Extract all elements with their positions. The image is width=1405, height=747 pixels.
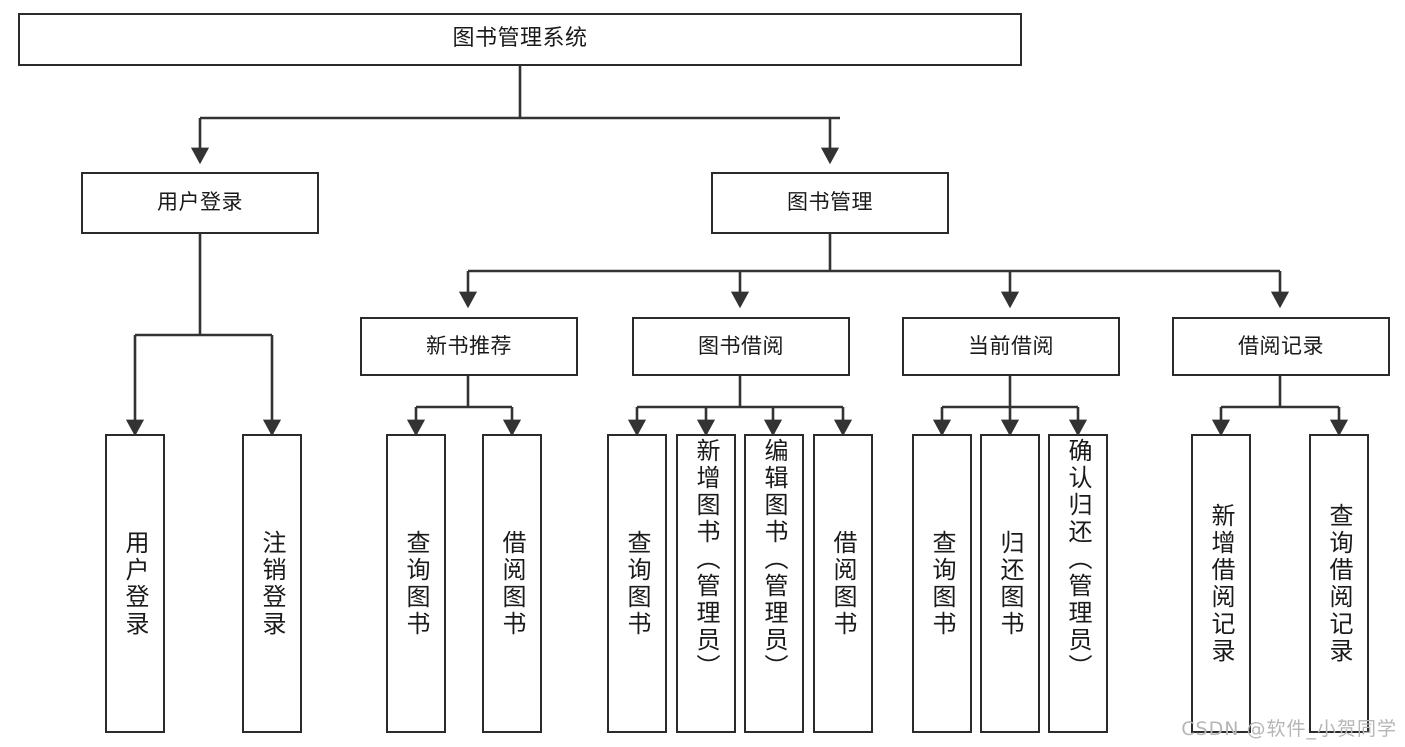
leaf-return-book[interactable]: 归还图书 [980,434,1040,733]
leaf-query-book-2[interactable]: 查询图书 [607,434,667,733]
node-current-borrow[interactable]: 当前借阅 [902,317,1120,376]
leaf-query-book-3[interactable]: 查询图书 [912,434,972,733]
leaf-user-login[interactable]: 用户登录 [105,434,165,733]
leaf-edit-book[interactable]: 编辑图书（管理员） [744,434,804,733]
node-label: 新增图书（管理员） [692,438,720,681]
node-label: 当前借阅 [968,333,1054,358]
node-label: 查询图书 [928,529,956,638]
leaf-borrow-book-2[interactable]: 借阅图书 [813,434,873,733]
node-borrow-record[interactable]: 借阅记录 [1172,317,1390,376]
node-label: 查询图书 [623,529,651,638]
csdn-watermark: CSDN @软件_小贺同学 [1181,718,1397,740]
node-label: 新书推荐 [426,333,512,358]
node-label: 新增借阅记录 [1207,502,1235,665]
node-label: 借阅图书 [829,529,857,638]
node-label: 借阅图书 [498,529,526,638]
node-root-system[interactable]: 图书管理系统 [18,13,1022,66]
node-label: 注销登录 [258,529,286,638]
node-book-manage[interactable]: 图书管理 [711,172,949,234]
node-label: 用户登录 [121,529,149,638]
node-label: 查询图书 [402,529,430,638]
node-user-login[interactable]: 用户登录 [81,172,319,234]
leaf-logout[interactable]: 注销登录 [242,434,302,733]
node-book-borrow[interactable]: 图书借阅 [632,317,850,376]
leaf-borrow-book-1[interactable]: 借阅图书 [482,434,542,733]
node-label: 图书管理 [787,190,873,215]
leaf-add-book[interactable]: 新增图书（管理员） [676,434,736,733]
node-label: 借阅记录 [1238,333,1324,358]
node-label: 图书管理系统 [452,26,588,52]
node-label: 编辑图书（管理员） [760,438,788,681]
node-label: 用户登录 [157,190,243,215]
node-label: 归还图书 [996,529,1024,638]
node-label: 查询借阅记录 [1325,502,1353,665]
leaf-confirm-return[interactable]: 确认归还（管理员） [1048,434,1108,733]
leaf-query-book-1[interactable]: 查询图书 [386,434,446,733]
leaf-query-record[interactable]: 查询借阅记录 [1309,434,1369,733]
node-new-book-rec[interactable]: 新书推荐 [360,317,578,376]
leaf-add-record[interactable]: 新增借阅记录 [1191,434,1251,733]
node-label: 图书借阅 [698,333,784,358]
node-label: 确认归还（管理员） [1064,438,1092,681]
